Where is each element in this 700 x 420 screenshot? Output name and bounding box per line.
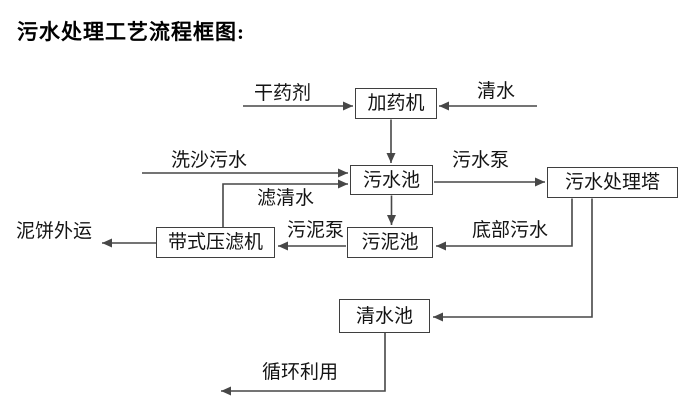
label-clean-water: 清水 [477,81,516,102]
arrow-bottom-sewage-tower-to-sludge-pool [436,198,573,251]
diagram-title: 污水处理工艺流程框图: [17,20,245,44]
label-dry-chemical: 干药剂 [254,83,312,104]
node-sewage-pool: 污水池 [350,165,433,195]
node-belt-filter-press: 带式压滤机 [156,227,275,258]
label-sewage-pump: 污水泵 [452,150,510,171]
node-clean-water-pool: 清水池 [339,299,430,333]
node-sewage-treatment-tower: 污水处理塔 [547,167,678,198]
label-filtered-water: 滤清水 [257,188,315,209]
label-bottom-sewage: 底部污水 [472,220,549,241]
arrow-filtered-water-press-to-sewage-pool [222,179,348,227]
label-sand-washing-sewage: 洗沙污水 [171,150,248,171]
label-recycling: 循环利用 [262,362,339,383]
node-dosing-machine: 加药机 [355,88,437,119]
node-sludge-pool: 污泥池 [347,227,433,258]
label-sludge-pump: 污泥泵 [287,220,345,241]
arrow-tower-to-clean-water-pool [433,198,593,322]
label-mud-cake-out: 泥饼外运 [16,221,93,242]
arrow-recycling-out [221,333,386,396]
